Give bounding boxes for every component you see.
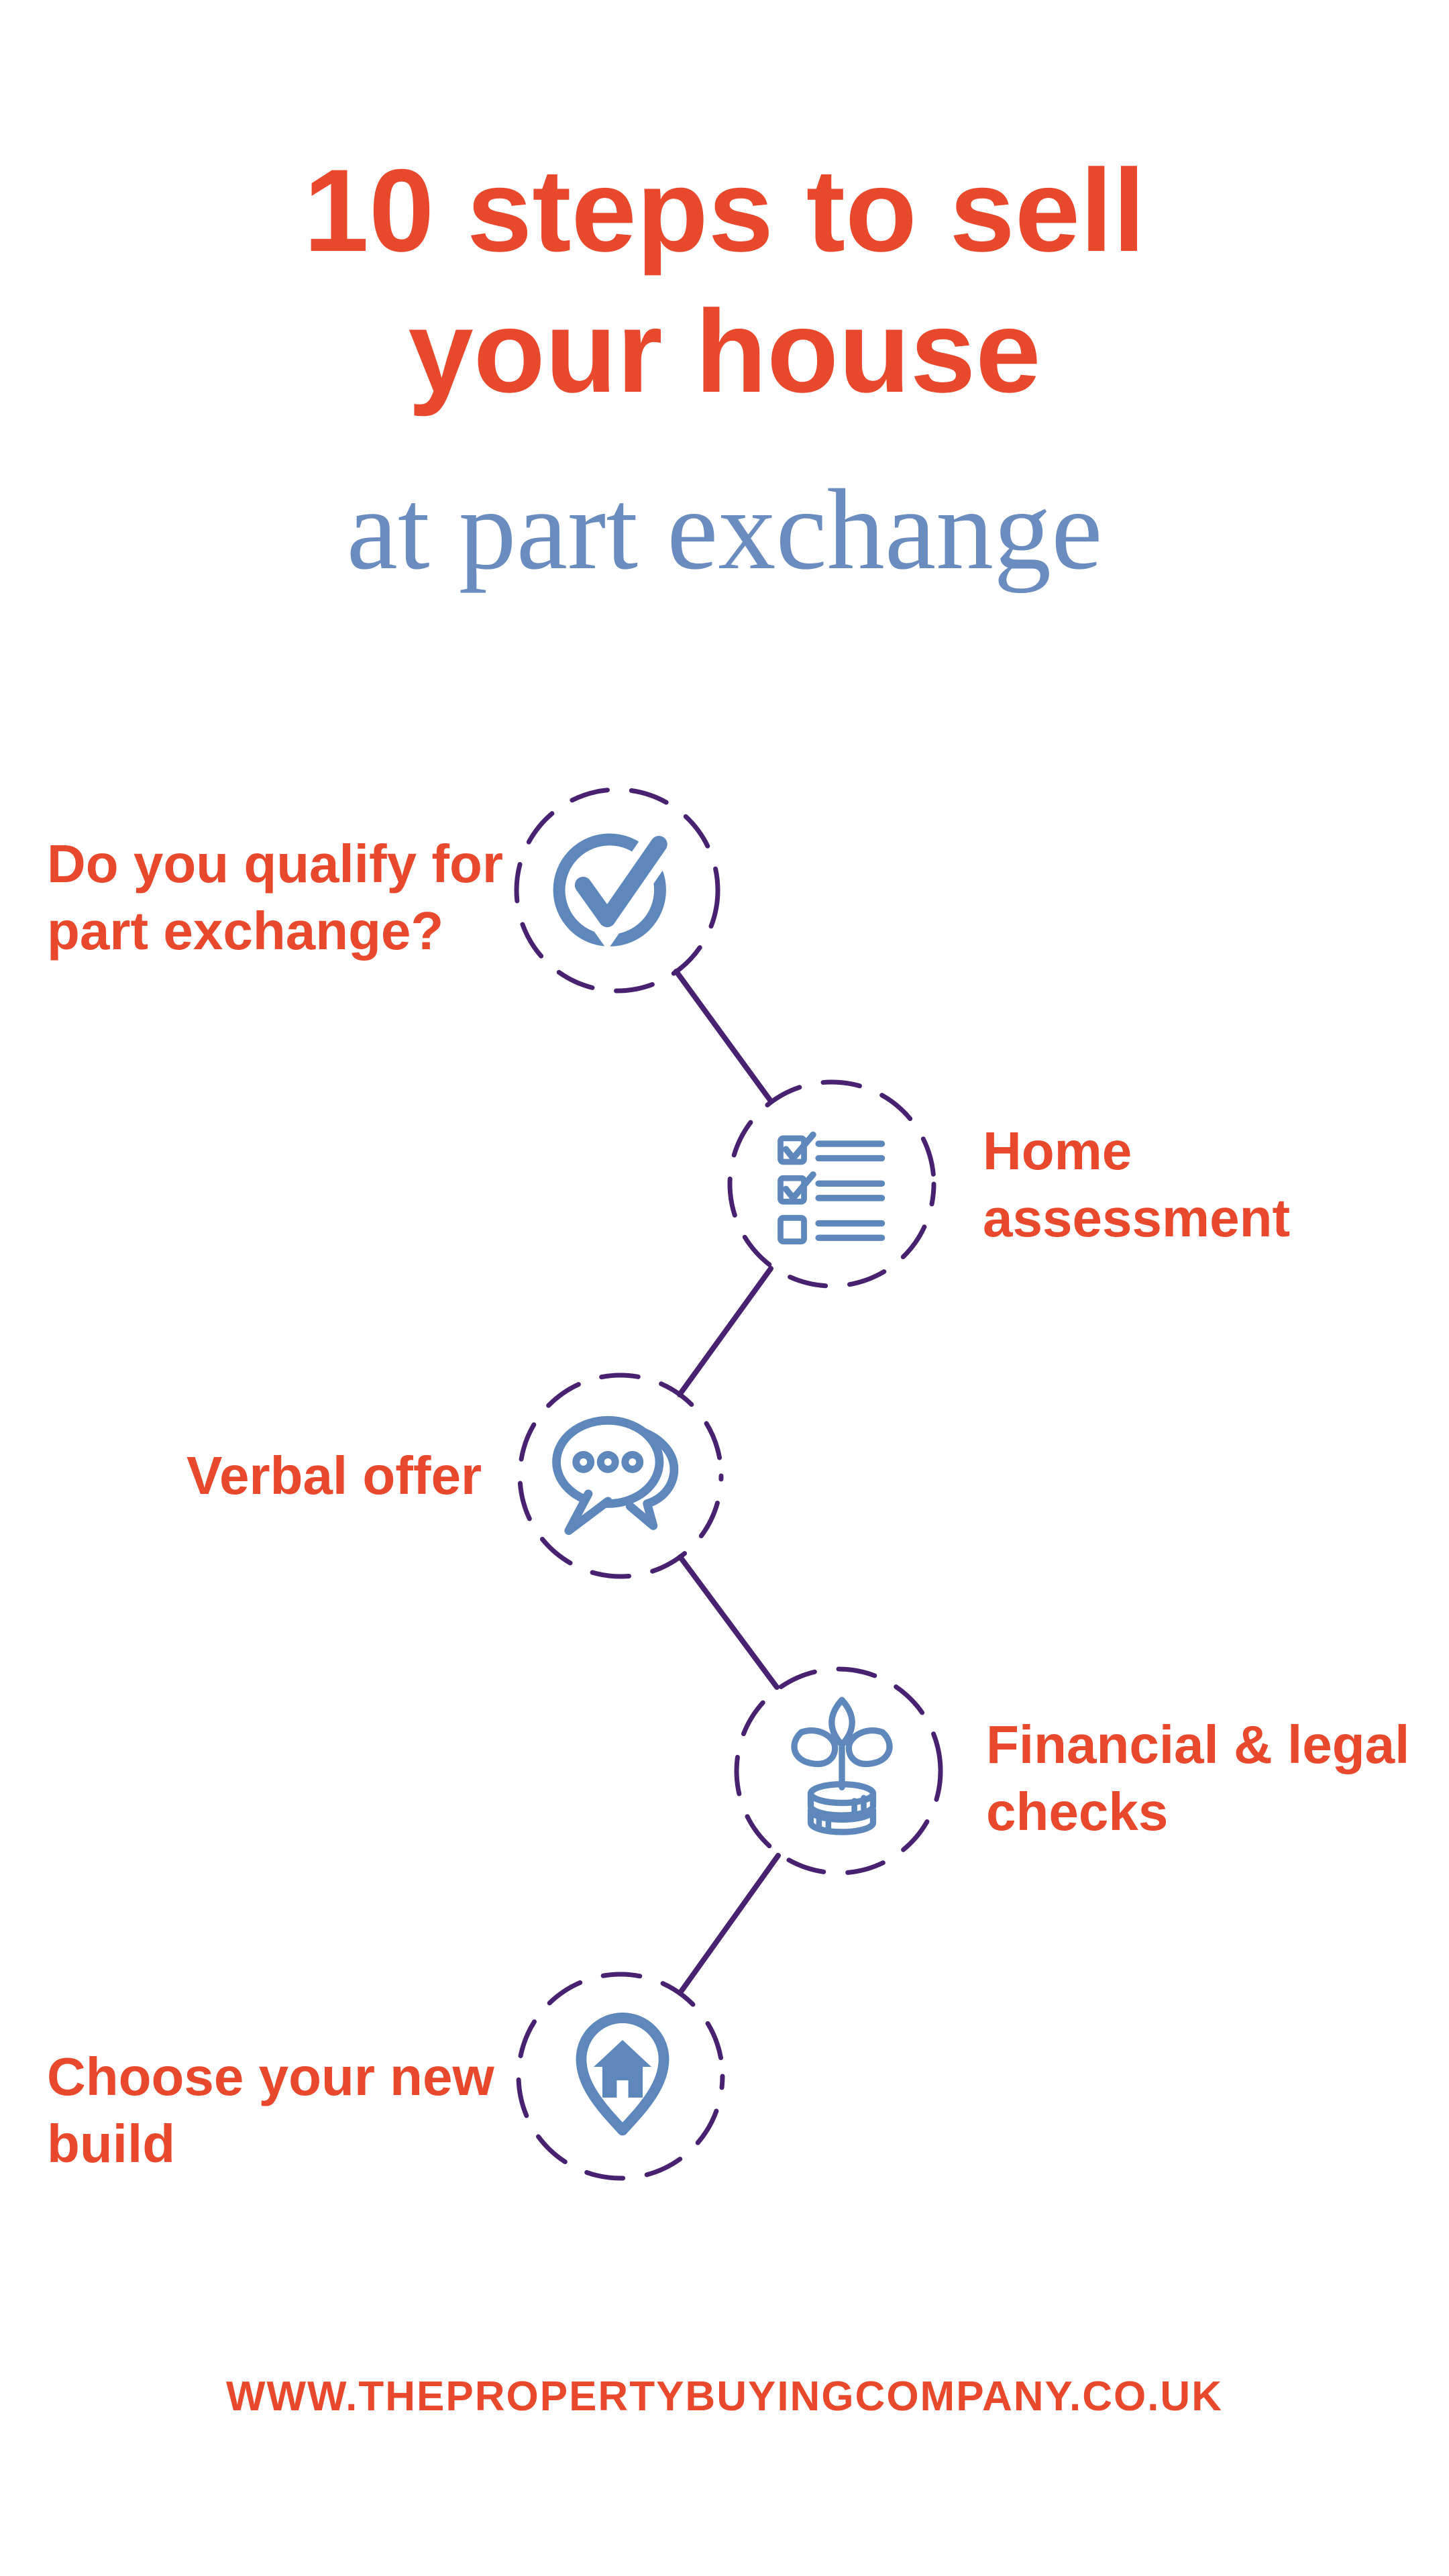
plant-coins-icon: [791, 1697, 893, 1835]
step-label-choose-build: Choose your new build: [47, 2043, 494, 2178]
dashed-ring-4: [734, 1666, 943, 1876]
connector-line-4: [678, 1853, 781, 1994]
step-label-verbal-offer: Verbal offer: [186, 1442, 482, 1509]
step-label-line: part exchange?: [47, 901, 444, 961]
connector-line-1: [674, 969, 773, 1103]
dashed-ring-1: [514, 787, 720, 994]
dashed-ring-5: [516, 1972, 725, 2181]
dashed-ring-3: [517, 1373, 724, 1579]
step-label-line: Verbal offer: [186, 1446, 482, 1505]
title-line-2: your house: [408, 286, 1041, 417]
step-label-financial-legal: Financial & legal checks: [986, 1711, 1409, 1845]
step-label-line: checks: [986, 1782, 1169, 1841]
page-subtitle: at part exchange: [346, 466, 1103, 594]
title-line-1: 10 steps to sell: [303, 146, 1146, 276]
step-label-home-assessment: Home assessment: [983, 1118, 1290, 1252]
step-label-line: Financial & legal: [986, 1715, 1410, 1774]
step-label-line: Home: [983, 1121, 1132, 1181]
page-title: 10 steps to sell your house: [0, 141, 1449, 423]
house-pin-icon: [576, 2012, 669, 2136]
connector-line-3: [678, 1554, 780, 1690]
chat-bubbles-icon: [552, 1415, 679, 1536]
dashed-ring-2: [727, 1079, 936, 1289]
website-url: WWW.THEPROPERTYBUYINGCOMPANY.CO.UK: [226, 2373, 1223, 2420]
connector-line-2: [677, 1266, 773, 1397]
step-label-line: assessment: [983, 1188, 1291, 1248]
step-label-line: Choose your new: [47, 2047, 494, 2106]
step-label-line: build: [47, 2114, 176, 2174]
checklist-icon: [777, 1131, 885, 1244]
step-label-line: Do you qualify for: [47, 834, 503, 894]
check-circle-icon: [553, 833, 674, 951]
step-label-qualify: Do you qualify for part exchange?: [47, 830, 503, 965]
